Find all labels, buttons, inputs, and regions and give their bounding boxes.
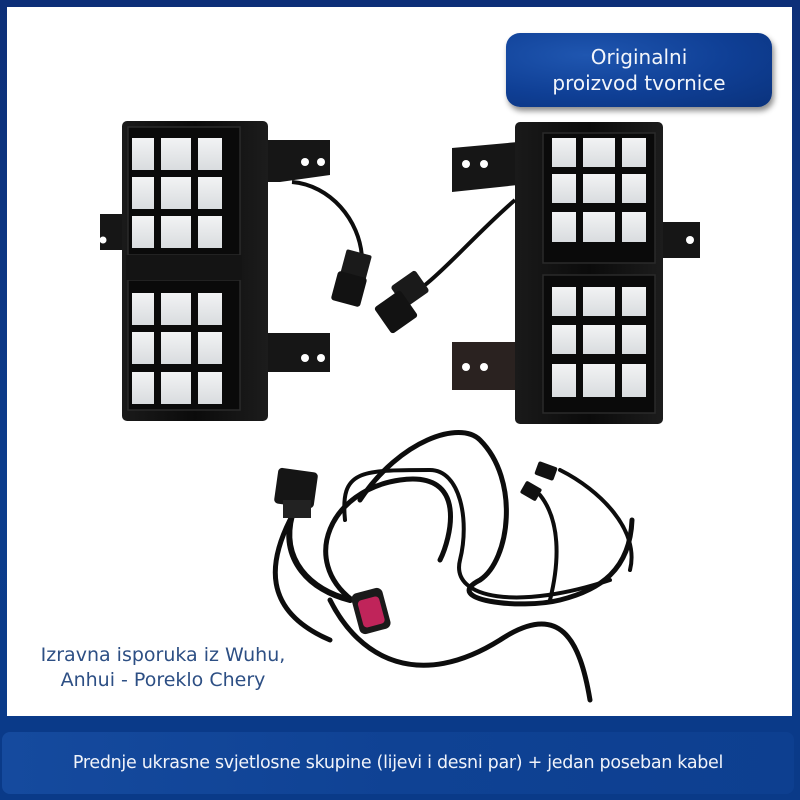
original-product-badge: Originalni proizvod tvornice	[506, 33, 772, 107]
footer-band: Prednje ukrasne svjetlosne skupine (lije…	[2, 732, 794, 794]
product-illustration	[99, 121, 700, 703]
origin-note-line-2: Anhui - Poreklo Chery	[60, 669, 266, 691]
product-photo-area: Originalni proizvod tvornice Izravna isp…	[7, 7, 792, 716]
badge-line-2: proizvod tvornice	[552, 71, 726, 95]
footer-caption: Prednje ukrasne svjetlosne skupine (lije…	[72, 753, 724, 773]
right-light-cluster	[374, 122, 700, 424]
wiring-harness	[272, 430, 635, 703]
pink-connector	[357, 596, 385, 628]
footer: Prednje ukrasne svjetlosne skupine (lije…	[0, 716, 800, 800]
origin-note: Izravna isporuka iz Wuhu, Anhui - Porekl…	[18, 643, 308, 693]
harness-connectors	[274, 461, 558, 635]
origin-note-line-1: Izravna isporuka iz Wuhu,	[40, 644, 286, 666]
left-light-cluster	[99, 121, 372, 421]
badge-line-1: Originalni	[590, 45, 688, 69]
